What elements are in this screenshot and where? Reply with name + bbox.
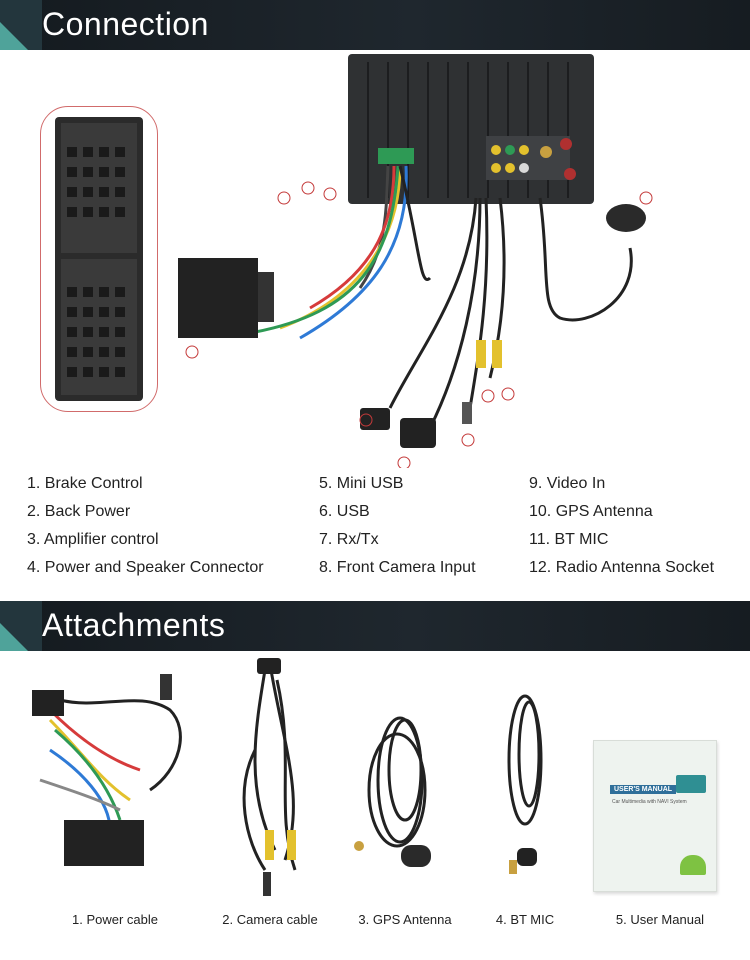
- head-unit-wiring-photo: [160, 48, 700, 470]
- legend-item-back-power: 2. Back Power: [27, 503, 131, 520]
- attachment-gps-antenna: 3. GPS Antenna: [345, 650, 465, 950]
- manual-cover-subheading: Car Multimedia with NAVI System: [612, 799, 687, 805]
- connection-header-bar: Connection: [0, 0, 750, 50]
- manual-cover-device-icon: [676, 775, 706, 793]
- legend-item-amplifier-control: 3. Amplifier control: [27, 531, 159, 548]
- attachment-bt-mic: 4. BT MIC: [475, 650, 575, 950]
- attachment-label-bt-mic: 4. BT MIC: [495, 912, 555, 927]
- attachment-label-gps-antenna: 3. GPS Antenna: [358, 912, 452, 927]
- legend-item-gps-antenna: 10. GPS Antenna: [529, 503, 653, 520]
- attachment-camera-cable: 2. Camera cable: [205, 650, 335, 950]
- attachment-power-cable: 1. Power cable: [20, 650, 210, 950]
- manual-cover-heading: USER'S MANUAL: [610, 785, 677, 794]
- attachment-label-user-manual: 5. User Manual: [615, 912, 705, 927]
- legend-item-front-camera-input: 8. Front Camera Input: [319, 559, 476, 576]
- legend-item-rx-tx: 7. Rx/Tx: [319, 531, 379, 548]
- bt-mic-photo: [507, 694, 543, 874]
- power-cable-photo: [32, 674, 182, 866]
- legend-item-power-speaker-connector: 4. Power and Speaker Connector: [27, 559, 264, 576]
- gps-antenna-photo: [354, 716, 431, 867]
- legend-item-bt-mic: 11. BT MIC: [529, 531, 609, 548]
- android-icon: [680, 855, 706, 875]
- legend-item-brake-control: 1. Brake Control: [27, 475, 143, 492]
- user-manual-photo: USER'S MANUAL Car Multimedia with NAVI S…: [593, 740, 717, 892]
- attachment-label-power-cable: 1. Power cable: [72, 912, 158, 927]
- connection-title: Connection: [42, 6, 209, 42]
- header-accent-triangle: [0, 22, 28, 50]
- attachment-label-camera-cable: 2. Camera cable: [222, 912, 318, 927]
- header-accent-triangle: [0, 623, 28, 651]
- attachment-user-manual: USER'S MANUAL Car Multimedia with NAVI S…: [585, 650, 735, 950]
- legend-item-video-in: 9. Video In: [529, 475, 606, 492]
- legend-item-mini-usb: 5. Mini USB: [319, 475, 404, 492]
- legend-item-radio-antenna-socket: 12. Radio Antenna Socket: [529, 559, 715, 576]
- attachments-title: Attachments: [42, 607, 226, 643]
- legend-item-usb: 6. USB: [319, 503, 370, 520]
- camera-cable-photo: [242, 658, 297, 896]
- attachments-header-bar: Attachments: [0, 601, 750, 651]
- connector-zoom-photo: [40, 106, 158, 412]
